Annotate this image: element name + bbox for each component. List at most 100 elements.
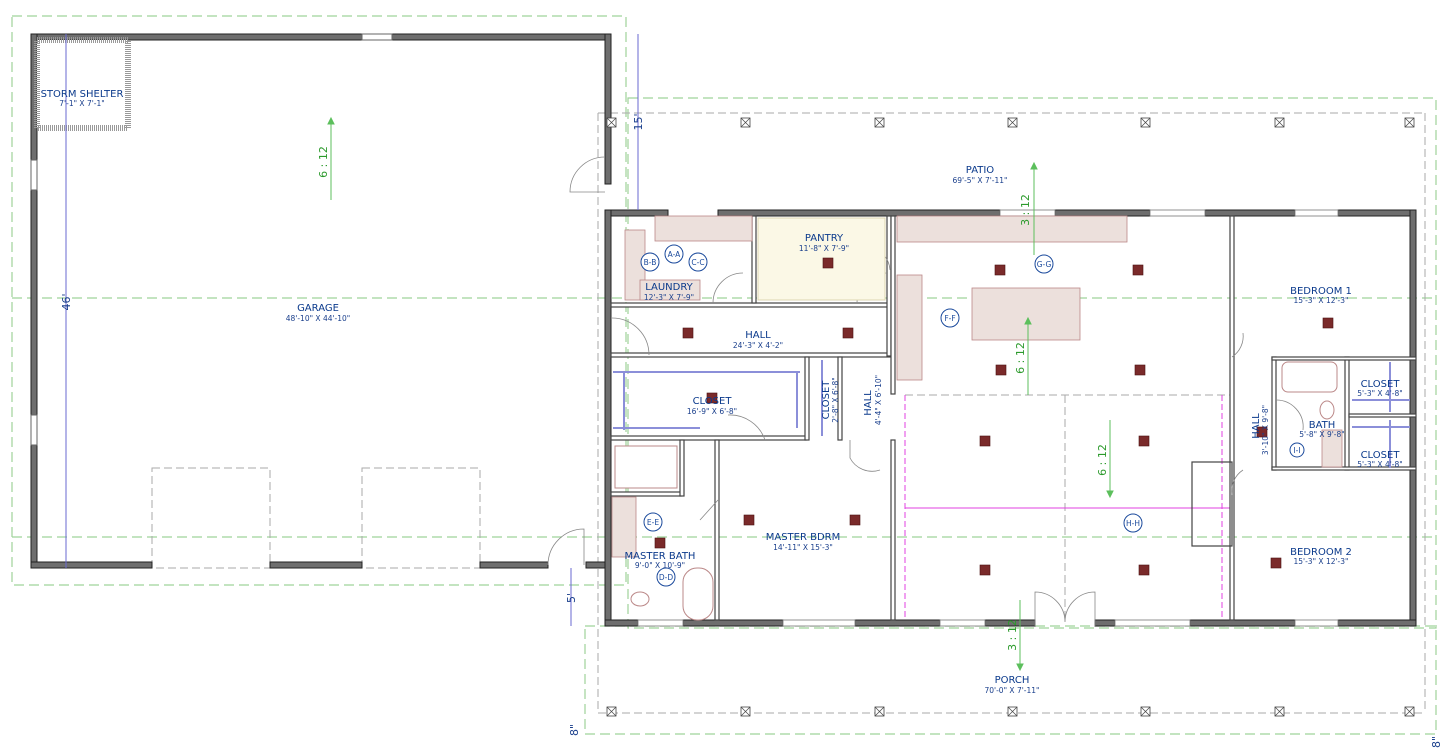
svg-text:HALL: HALL [745, 330, 771, 341]
svg-text:B-B: B-B [644, 258, 657, 267]
room-bedroom-2: BEDROOM 215'-3" X 12'-3" [1290, 547, 1352, 566]
dimension-lines [65, 34, 639, 626]
svg-text:CLOSET: CLOSET [1361, 450, 1401, 461]
svg-text:PANTRY: PANTRY [805, 233, 844, 244]
dimension-garage-depth: 46' [60, 293, 73, 310]
dimension-overhang-left: 8" [568, 724, 581, 736]
dimension-overhang-right: 8" [1430, 736, 1443, 748]
svg-text:CLOSET: CLOSET [821, 380, 832, 420]
svg-text:70'-0" X 7'-11": 70'-0" X 7'-11" [985, 686, 1040, 695]
svg-text:A-A: A-A [668, 250, 682, 259]
svg-text:5'-3" X 4'-8": 5'-3" X 4'-8" [1357, 389, 1402, 398]
garage-window [30, 159, 38, 191]
garage-door-outline [361, 467, 481, 569]
svg-text:E-E: E-E [647, 518, 659, 527]
slope-arrows [327, 116, 1114, 672]
svg-text:GARAGE: GARAGE [297, 303, 339, 314]
svg-text:CLOSET: CLOSET [1361, 379, 1401, 390]
svg-text:BEDROOM 2: BEDROOM 2 [1290, 547, 1352, 558]
section-marker-e-e[interactable]: E-E [643, 512, 663, 532]
svg-text:4'-4" X 6'-10": 4'-4" X 6'-10" [874, 375, 883, 425]
svg-text:15'-3" X 12'-3": 15'-3" X 12'-3" [1294, 296, 1349, 305]
front-door[interactable] [1034, 591, 1096, 626]
dimension-porch-offset: 5' [565, 593, 578, 603]
svg-text:14'-11" X 15'-3": 14'-11" X 15'-3" [773, 543, 833, 552]
svg-text:16'-9" X 6'-8": 16'-9" X 6'-8" [687, 407, 737, 416]
svg-text:3'-10" X 9'-8": 3'-10" X 9'-8" [1261, 405, 1270, 455]
svg-text:D-D: D-D [659, 573, 673, 582]
section-marker-f-f[interactable]: F-F [940, 308, 960, 328]
garage-window [30, 414, 38, 446]
svg-text:C-C: C-C [691, 258, 704, 267]
porch-posts [606, 117, 1415, 717]
section-marker-a-a[interactable]: A-A [664, 244, 684, 264]
svg-text:G-G: G-G [1037, 260, 1052, 269]
section-marker-d-d[interactable]: D-D [656, 567, 676, 587]
interior-walls [610, 215, 1417, 621]
garage-window [361, 33, 393, 41]
section-marker-b-b[interactable]: B-B [640, 252, 660, 272]
house-roof-outline [627, 97, 1437, 629]
ceiling-fixtures [654, 257, 1334, 576]
dimension-garage-offset: 15' [632, 113, 645, 130]
svg-text:BATH: BATH [1309, 420, 1336, 431]
closet-shelving [613, 360, 1410, 468]
svg-text:CLOSET: CLOSET [693, 396, 733, 407]
section-marker-h-h[interactable]: H-H [1123, 513, 1143, 533]
section-marker-i-i[interactable]: I-I [1289, 442, 1305, 458]
svg-text:PATIO: PATIO [966, 165, 995, 176]
svg-text:48'-10" X 44'-10": 48'-10" X 44'-10" [286, 314, 351, 323]
svg-text:H-H: H-H [1126, 519, 1140, 528]
svg-text:MASTER BATH: MASTER BATH [625, 551, 696, 562]
svg-text:STORM SHELTER: STORM SHELTER [41, 89, 124, 100]
slope-label-living-2: 6 : 12 [1096, 444, 1109, 476]
svg-text:2'-8" X 6'-8": 2'-8" X 6'-8" [831, 377, 840, 422]
garage-side-door[interactable] [569, 156, 606, 193]
svg-text:24'-3" X 4'-2": 24'-3" X 4'-2" [733, 341, 783, 350]
room-bedroom-1: BEDROOM 115'-3" X 12'-3" [1290, 286, 1352, 305]
svg-text:PORCH: PORCH [995, 675, 1030, 686]
svg-text:BEDROOM 1: BEDROOM 1 [1290, 286, 1352, 297]
garage-roof-outline [11, 15, 627, 586]
svg-text:7'-1" X 7'-1": 7'-1" X 7'-1" [59, 99, 104, 108]
slope-label-garage: 6 : 12 [317, 146, 330, 178]
svg-text:12'-3" X 7'-9": 12'-3" X 7'-9" [644, 293, 694, 302]
svg-text:5'-3" X 4'-8": 5'-3" X 4'-8" [1357, 460, 1402, 469]
garage-rear-door[interactable] [547, 528, 585, 566]
svg-text:MASTER BDRM: MASTER BDRM [766, 532, 841, 543]
section-marker-g-g[interactable]: G-G [1034, 254, 1054, 274]
svg-text:9'-0" X 10'-9": 9'-0" X 10'-9" [635, 561, 685, 570]
garage-door-outline [151, 467, 271, 569]
slope-label-porch: 3 : 12 [1006, 619, 1019, 651]
windows [637, 209, 1339, 627]
storm-shelter-walls [34, 37, 131, 131]
cabinets [611, 215, 1343, 621]
slope-label-patio: 3 : 12 [1019, 194, 1032, 226]
svg-text:11'-8" X 7'-9": 11'-8" X 7'-9" [799, 244, 849, 253]
slope-label-living: 6 : 12 [1014, 342, 1027, 374]
garage-walls [30, 33, 612, 569]
section-marker-c-c[interactable]: C-C [688, 252, 708, 272]
svg-text:F-F: F-F [944, 314, 955, 323]
svg-text:5'-8" X 9'-8": 5'-8" X 9'-8" [1299, 430, 1344, 439]
house-walls [604, 209, 1417, 627]
svg-text:HALL: HALL [1251, 413, 1262, 439]
svg-text:69'-5" X 7'-11": 69'-5" X 7'-11" [953, 176, 1008, 185]
svg-text:15'-3" X 12'-3": 15'-3" X 12'-3" [1294, 557, 1349, 566]
